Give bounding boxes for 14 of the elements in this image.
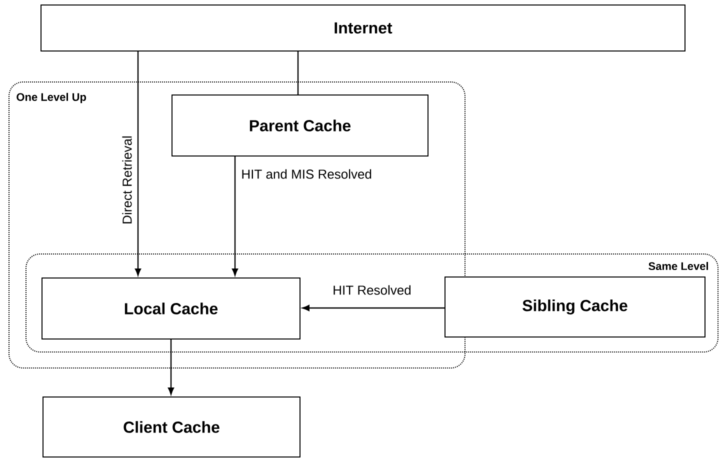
group-label: One Level Up bbox=[16, 92, 86, 104]
arrow bbox=[232, 156, 238, 276]
arrow bbox=[168, 340, 174, 395]
edge-label: HIT Resolved bbox=[332, 284, 412, 296]
edge-label: HIT and MIS Resolved bbox=[240, 168, 373, 180]
cache-box: Sibling Cache bbox=[444, 276, 706, 338]
cache-box: Client Cache bbox=[42, 396, 300, 458]
arrow bbox=[302, 304, 444, 312]
group-label: Same Level bbox=[648, 262, 708, 270]
cache-box: Internet bbox=[40, 4, 686, 52]
arrow bbox=[134, 52, 142, 276]
cache-box: Local Cache bbox=[42, 278, 300, 340]
cache-box: Parent Cache bbox=[172, 94, 428, 156]
edge-label: Direct Retrieval bbox=[121, 134, 133, 226]
